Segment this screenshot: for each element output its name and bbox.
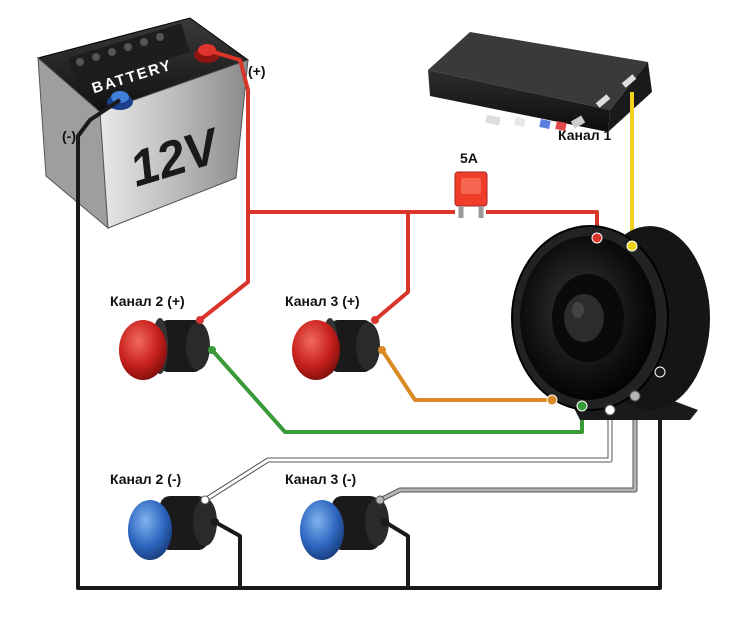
battery: BATTERY 12V	[36, 17, 250, 230]
label-channel-2-plus: Канал 2 (+)	[110, 293, 185, 309]
button-channel-2-plus	[119, 316, 216, 380]
module-channel-1-label: Канал 1	[558, 127, 612, 143]
siren	[511, 225, 710, 420]
label-channel-3-plus: Канал 3 (+)	[285, 293, 360, 309]
fuse-rating-label: 5A	[460, 150, 478, 166]
label-channel-2-minus: Канал 2 (-)	[110, 471, 181, 487]
button-channel-3-plus	[292, 316, 386, 380]
black-wire-ground	[76, 98, 662, 590]
button-channel-3-minus	[300, 495, 389, 560]
button-channel-2-minus	[128, 495, 219, 560]
orange-wire-ch3	[380, 348, 552, 402]
battery-minus-label: (-)	[62, 128, 76, 144]
red-wire-main	[206, 48, 250, 212]
gray-wire-ch3	[379, 396, 637, 502]
label-channel-3-minus: Канал 3 (-)	[285, 471, 356, 487]
white-wire-ch2	[204, 410, 612, 502]
white-wire-ch2-outline	[203, 410, 613, 503]
black-wire-ch2-minus	[214, 520, 242, 588]
control-module	[428, 32, 652, 132]
red-wire-ch3	[373, 212, 410, 322]
red-wire-ch2	[198, 212, 250, 322]
black-wire-ch3-minus	[383, 520, 410, 588]
battery-plus-label: (+)	[248, 63, 266, 79]
fuse: 5A	[454, 150, 488, 218]
